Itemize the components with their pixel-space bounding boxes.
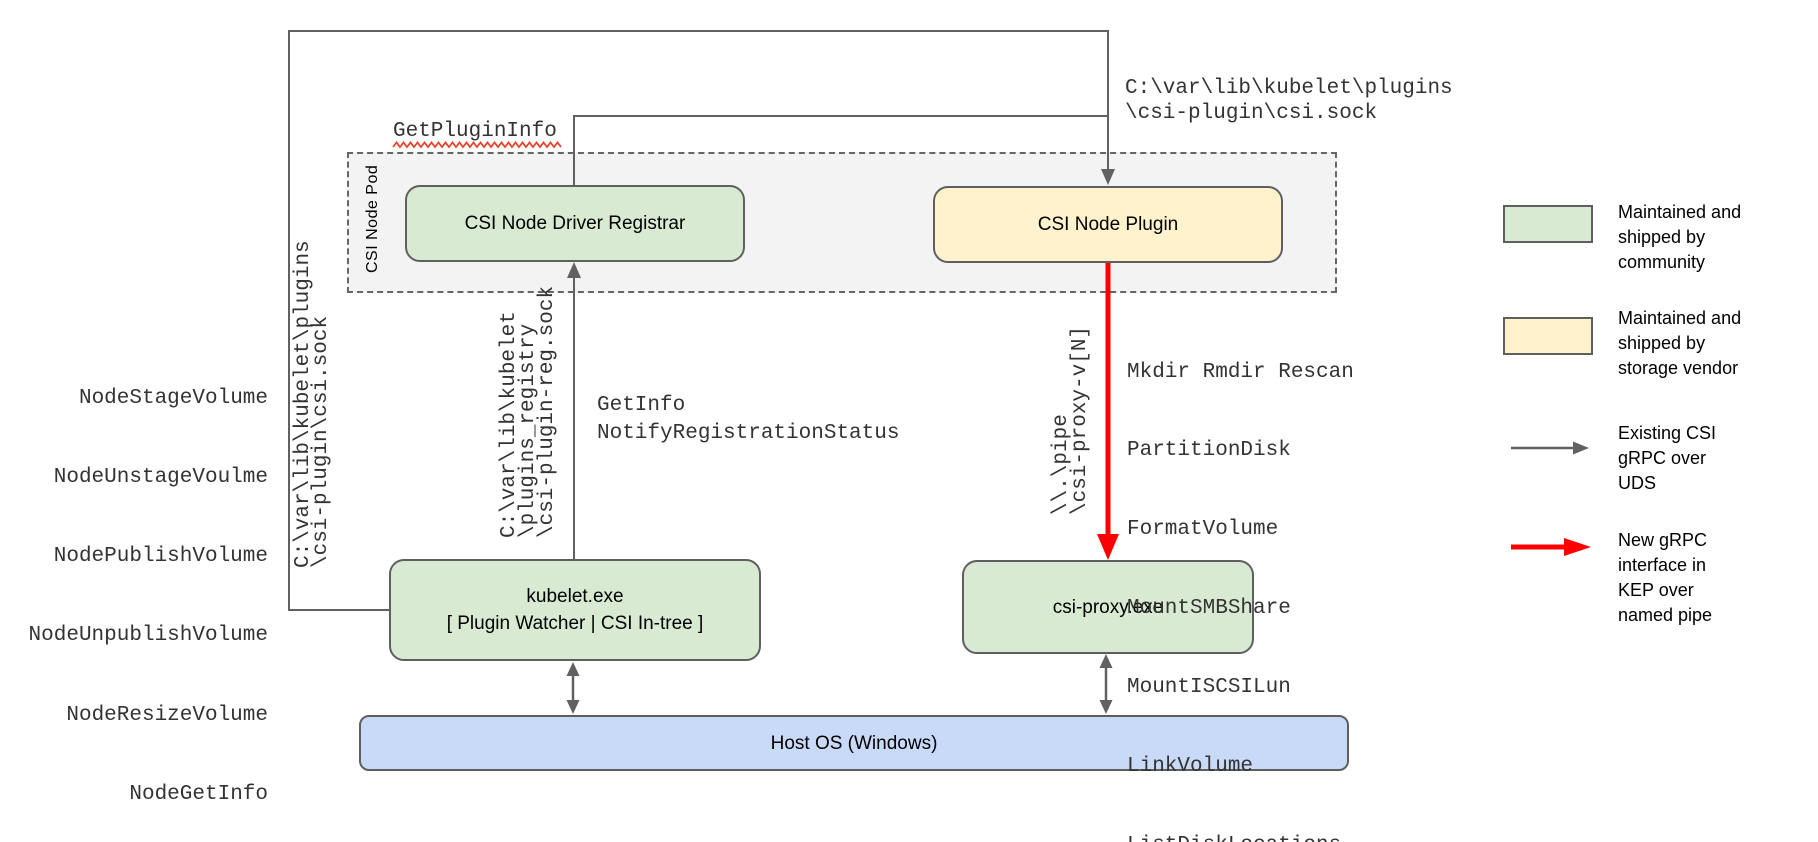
legend-gray-arrow — [1511, 441, 1589, 455]
legend-vendor-label: Maintained and shipped by storage vendor — [1618, 308, 1742, 378]
list-item: FormatVolume — [1127, 518, 1279, 542]
spellcheck-squiggle — [392, 141, 562, 149]
legend-vendor-swatch — [1503, 317, 1593, 355]
plugin-to-proxy-namedpipe-arrow — [1097, 263, 1119, 560]
host-os-label: Host OS (Windows) — [770, 732, 938, 754]
list-item: NodePublishVolume — [53, 545, 268, 569]
registration-sock-path-label: C:\var\lib\kubelet \plugins_registry \cs… — [498, 285, 559, 538]
list-item: Mkdir Rmdir Rescan — [1127, 360, 1354, 384]
registrar-label: CSI Node Driver Registrar — [464, 213, 686, 234]
get-plugin-info-label: GetPluginInfo — [393, 120, 557, 143]
legend-community-swatch — [1503, 205, 1593, 243]
kubelet-csi-calls-list: NodeStageVolume NodeUnstageVoulme NodePu… — [18, 333, 268, 842]
legend-namedpipe-label: New gRPC interface in KEP over named pip… — [1618, 530, 1713, 625]
named-pipe-path-label: \\.\pipe \csi-proxy-v[N] — [1050, 325, 1092, 515]
list-item: NodeGetInfo — [129, 782, 268, 806]
kubelet-label-line2: [ Plugin Watcher | CSI In-tree ] — [446, 613, 704, 634]
csi-proxy-api-calls-list: Mkdir Rmdir Rescan PartitionDisk FormatV… — [1127, 307, 1354, 842]
list-item: MountSMBShare — [1127, 597, 1291, 621]
list-item: NodeResizeVolume — [66, 703, 268, 727]
legend-red-arrow — [1511, 538, 1591, 556]
kubelet-hostos-bidirectional-arrow — [566, 662, 580, 714]
list-item: NodeUnstageVoulme — [53, 466, 268, 490]
kubelet-label-line1: kubelet.exe — [526, 586, 624, 607]
host-os-box: Host OS (Windows) — [359, 715, 1349, 771]
legend-community-label: Maintained and shipped by community — [1618, 202, 1742, 272]
list-item: LinkVolume — [1127, 755, 1254, 779]
kubelet-to-registrar-uds-arrow — [567, 262, 581, 559]
csi-sock-path-label-left: C:\var\lib\kubelet\plugins \csi-plugin\c… — [292, 240, 333, 568]
list-item: MountISCSILun — [1127, 676, 1291, 700]
plugin-label: CSI Node Plugin — [1037, 214, 1179, 235]
csi-proxy-box: csi-proxy.exe — [962, 560, 1254, 654]
csi-node-driver-registrar-box: CSI Node Driver Registrar — [405, 185, 745, 262]
csi-node-pod-label: CSI Node Pod — [364, 164, 381, 273]
proxy-hostos-bidirectional-arrow — [1099, 654, 1113, 714]
csi-sock-path-label-right: C:\var\lib\kubelet\plugins \csi-plugin\c… — [1125, 77, 1453, 125]
legend-uds-label: Existing CSI gRPC over UDS — [1618, 423, 1717, 493]
list-item: NodeUnpublishVolume — [28, 624, 268, 648]
kubelet-box: kubelet.exe [ Plugin Watcher | CSI In-tr… — [389, 559, 761, 661]
list-item: PartitionDisk — [1127, 439, 1291, 463]
csi-node-plugin-box: CSI Node Plugin — [933, 186, 1283, 263]
kubelet-to-plugin-uds-line — [288, 30, 1115, 611]
csi-proxy-label: csi-proxy.exe — [1052, 596, 1164, 618]
registrar-to-plugin-uds-line — [573, 115, 1107, 185]
registration-calls-label: GetInfo NotifyRegistrationStatus — [597, 394, 900, 445]
list-item: NodeStageVolume — [78, 386, 268, 410]
list-item: ListDiskLocations — [1127, 833, 1354, 842]
